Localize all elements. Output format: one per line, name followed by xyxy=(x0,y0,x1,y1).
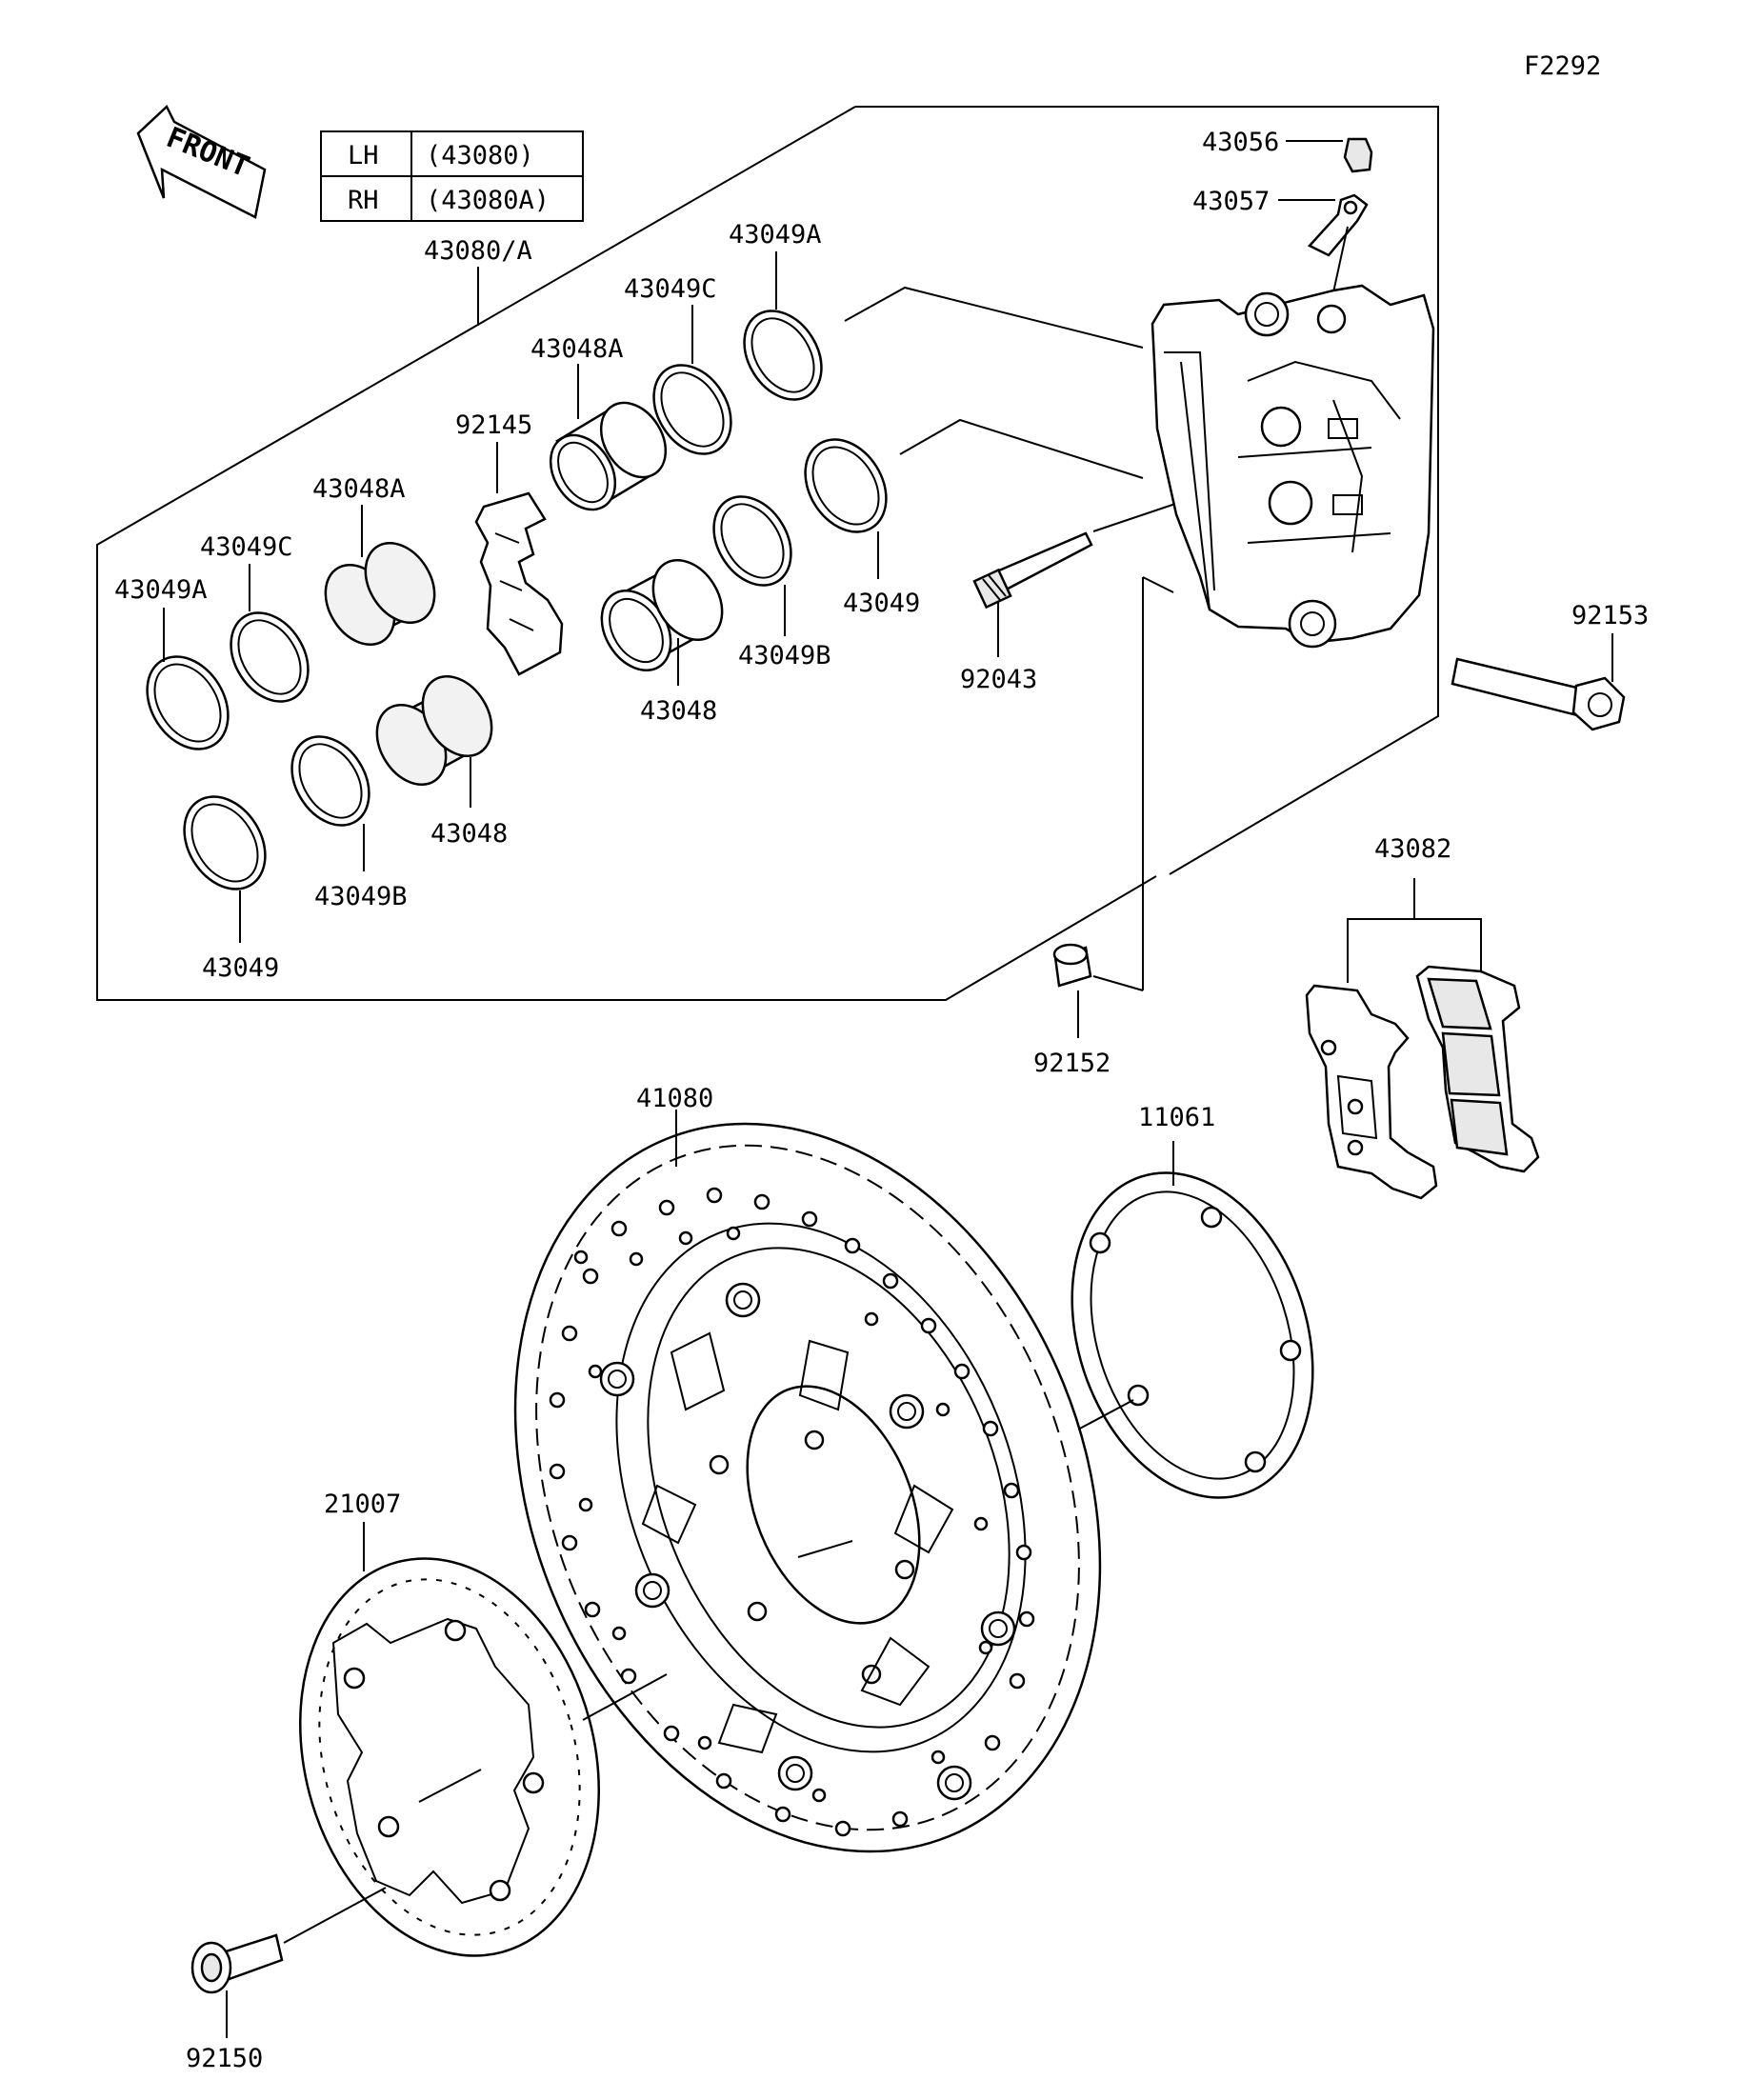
label-43080a: 43080/A xyxy=(424,236,532,266)
caliper-body xyxy=(1151,284,1435,649)
figure-code: F2292 xyxy=(1524,51,1601,81)
piston-43048-mid xyxy=(600,558,724,672)
seal-43049b-low xyxy=(290,735,370,827)
piston-43048-low xyxy=(375,674,493,787)
label-92152: 92152 xyxy=(1033,1049,1111,1078)
bleeder-43056 xyxy=(1343,137,1373,173)
label-21007: 21007 xyxy=(324,1490,401,1519)
label-43048-mid: 43048 xyxy=(640,696,717,726)
piston-43048a-left xyxy=(324,541,436,647)
label-11061: 11061 xyxy=(1138,1103,1215,1132)
label-43049-right: 43049 xyxy=(843,589,920,618)
label-92153: 92153 xyxy=(1571,601,1649,630)
spring-plate-92145 xyxy=(474,491,564,676)
seal-43049-right xyxy=(804,438,888,533)
pin-92043 xyxy=(972,531,1093,610)
part-labels: 43080/A 43049A 43049C 43048A 92145 43048… xyxy=(114,128,1649,2073)
label-43048a-left: 43048A xyxy=(312,474,406,504)
label-43049-low: 43049 xyxy=(202,953,279,983)
label-43056: 43056 xyxy=(1202,128,1279,157)
table-row-lh-part: (43080) xyxy=(426,141,534,170)
bolt-92153 xyxy=(1451,657,1626,731)
label-43082: 43082 xyxy=(1374,834,1451,864)
gasket-11061 xyxy=(1071,1171,1314,1499)
label-41080: 41080 xyxy=(636,1084,713,1113)
label-43049b-low: 43049B xyxy=(314,882,408,911)
seal-43049c-left xyxy=(230,611,310,703)
label-43057: 43057 xyxy=(1192,187,1270,216)
variant-table: LH (43080) RH (43080A) xyxy=(320,130,584,222)
table-row-lh-side: LH xyxy=(348,141,379,170)
cap-43057 xyxy=(1307,193,1369,257)
sensor-rotor-21007 xyxy=(299,1557,600,1957)
caliper-kit-boundary xyxy=(96,106,1439,1001)
seal-43049a-left xyxy=(146,655,230,750)
seal-43049b-mid xyxy=(712,495,792,587)
disc-drill-holes xyxy=(549,1187,1035,1837)
seal-43049a-top xyxy=(743,310,823,401)
table-row-rh-side: RH xyxy=(348,186,379,215)
label-43048a-top: 43048A xyxy=(530,334,624,364)
seal-43049-low xyxy=(183,795,267,890)
label-43049a-top: 43049A xyxy=(729,220,822,250)
sleeve-92152 xyxy=(1052,943,1092,988)
disc-float-buttons xyxy=(599,1282,1016,1801)
label-43048-low: 43048 xyxy=(430,819,508,849)
label-92150: 92150 xyxy=(186,2044,263,2073)
label-43049b-mid: 43049B xyxy=(738,641,831,670)
label-92145: 92145 xyxy=(455,410,532,440)
piston-43048a-top xyxy=(549,401,668,511)
label-43049a-left: 43049A xyxy=(114,575,208,605)
label-92043: 92043 xyxy=(960,665,1037,694)
brake-pads-43082 xyxy=(1305,878,1540,1200)
table-row-rh-part: (43080A) xyxy=(426,186,550,215)
seal-43049c-top xyxy=(652,364,732,455)
front-arrow-icon: FRONT xyxy=(136,104,267,219)
bolt-92150 xyxy=(190,1933,284,1994)
brake-disc-41080 xyxy=(513,1122,1102,1853)
label-43049c-top: 43049C xyxy=(624,274,717,304)
label-43049c-left: 43049C xyxy=(200,532,293,562)
